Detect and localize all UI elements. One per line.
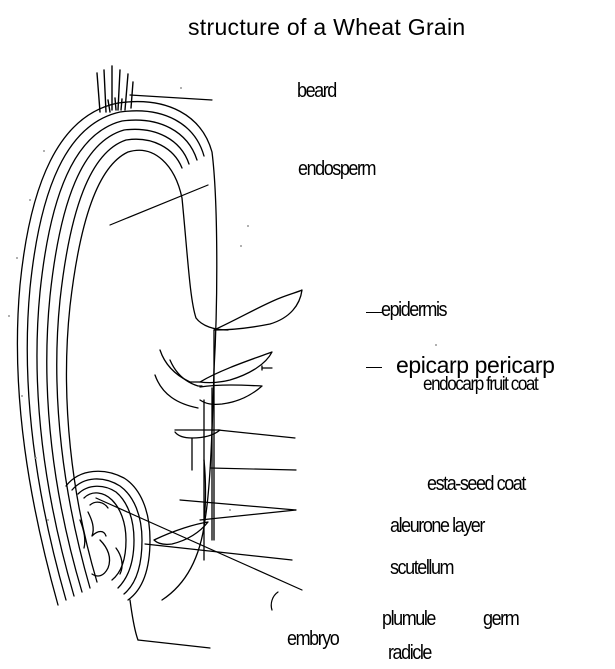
epicarp-dash (366, 367, 382, 368)
seed-coat-layers (17, 102, 216, 605)
label-endocarp-fruit-coat: endocarp fruit coat (423, 374, 537, 396)
beard-hairs (97, 66, 133, 112)
label-epidermis: epidermis (381, 299, 446, 322)
label-germ: germ (483, 608, 518, 631)
speckles (8, 87, 437, 521)
label-scutellum: scutellum (390, 557, 453, 580)
label-testa-seed-coat: esta-seed coat (427, 473, 525, 496)
label-aleurone-layer: aleurone layer (390, 515, 484, 538)
diagram-title: structure of a Wheat Grain (188, 14, 466, 41)
label-radicle: radicle (388, 642, 431, 665)
leader-lines (96, 95, 302, 648)
label-endosperm: endosperm (298, 158, 375, 181)
epidermis-dash (366, 312, 382, 313)
label-embryo: embryo (287, 628, 338, 651)
label-plumule: plumule (382, 608, 435, 631)
label-beard: beard (297, 80, 336, 103)
embryo-drawing (66, 471, 150, 640)
